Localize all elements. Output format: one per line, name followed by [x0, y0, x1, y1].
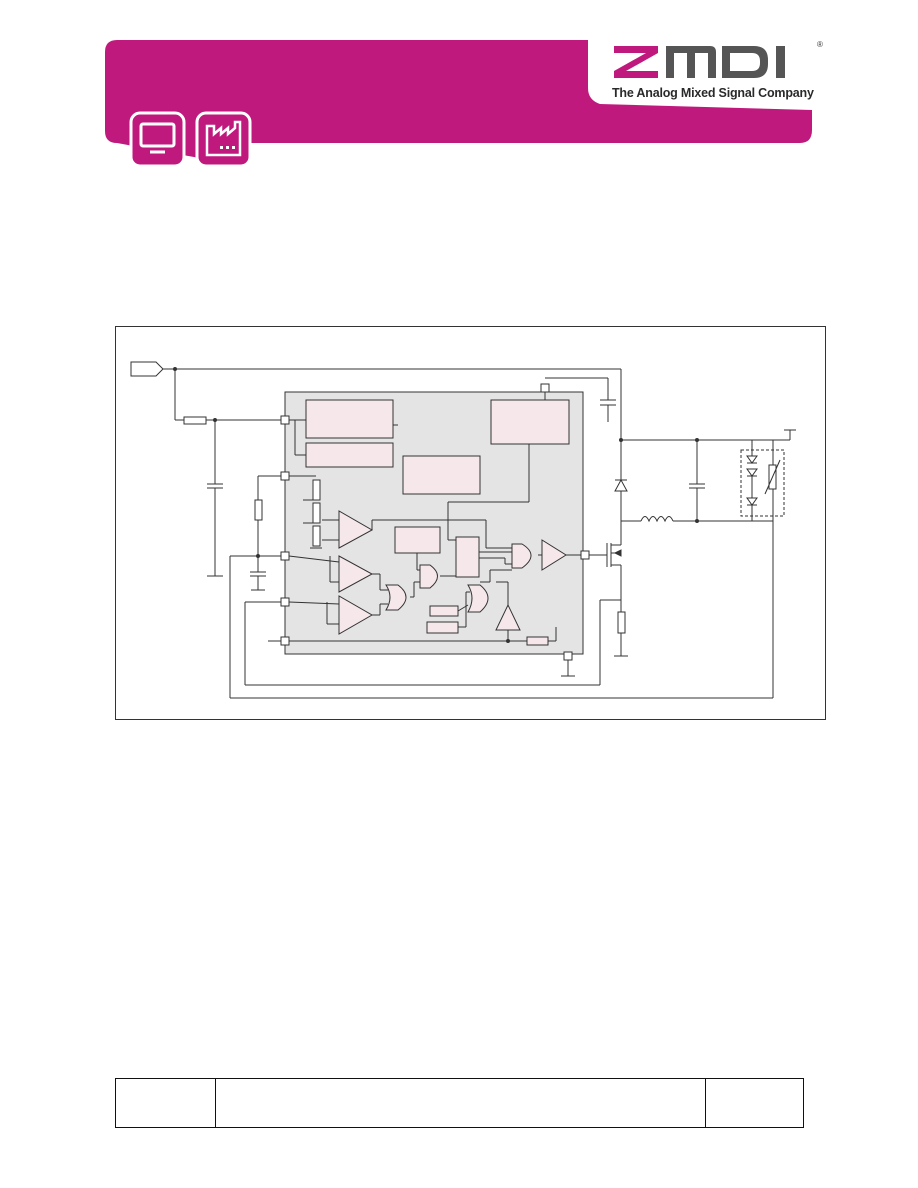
footer-cell-right — [706, 1079, 803, 1127]
registered-mark: ® — [817, 40, 823, 49]
banner-shape — [105, 40, 812, 168]
input-resistor — [183, 416, 207, 425]
footer-table — [115, 1078, 804, 1128]
led-string — [740, 449, 785, 517]
input-terminal — [130, 361, 164, 377]
zmdi-logo — [614, 46, 785, 78]
circuit-diagram — [115, 326, 826, 720]
company-tagline: The Analog Mixed Signal Company — [612, 86, 814, 100]
footer-cell-left — [116, 1079, 216, 1127]
inductor — [640, 516, 674, 523]
footer-cell-middle — [216, 1079, 706, 1127]
display-icon — [129, 111, 186, 168]
header-banner: ® The Analog Mixed Signal Company — [0, 0, 918, 170]
factory-icon — [195, 111, 252, 168]
